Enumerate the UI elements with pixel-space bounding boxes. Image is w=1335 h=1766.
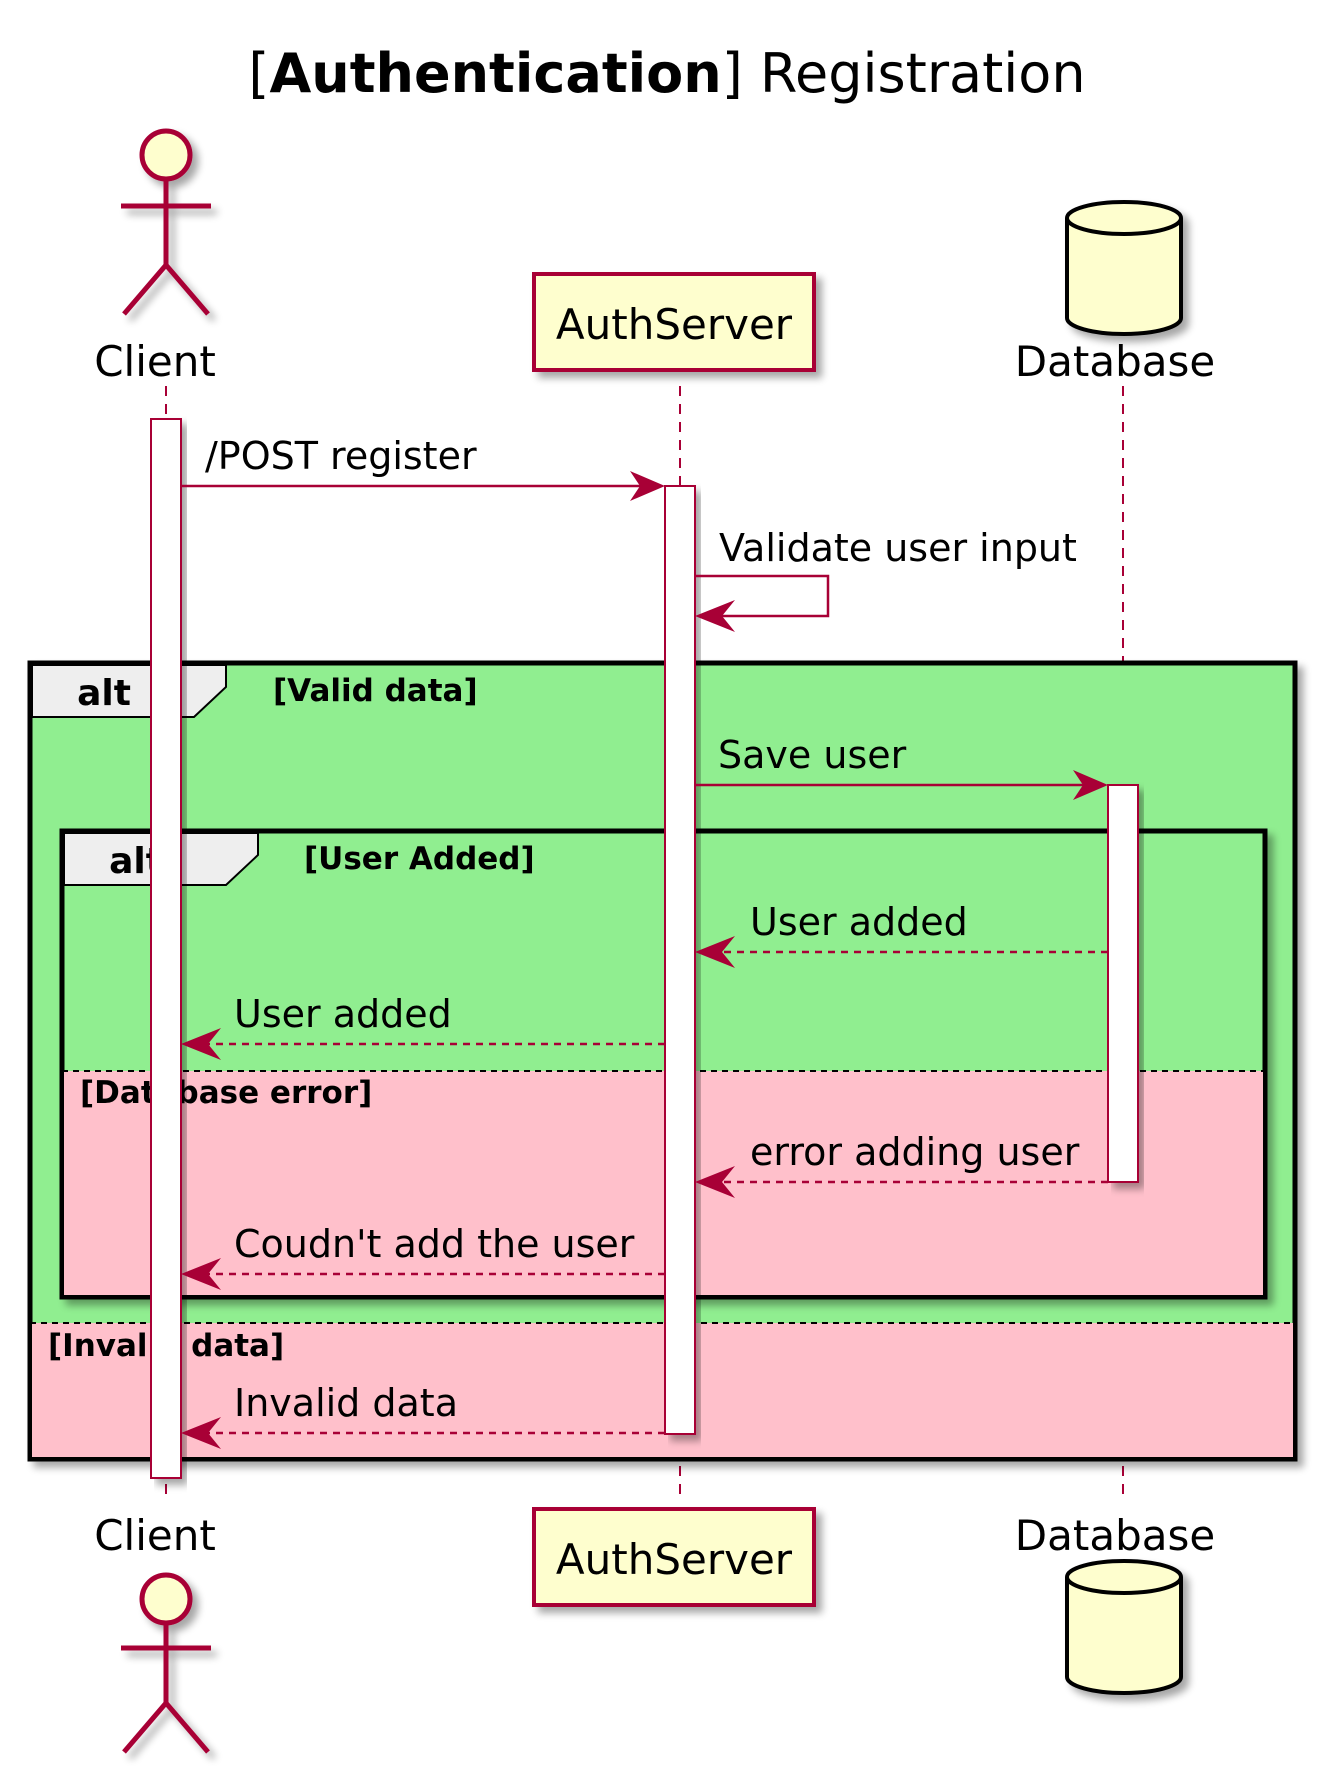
participant-label: Client: [94, 1511, 216, 1560]
fragment-else-guard: [Database error]: [80, 1075, 372, 1111]
participant-authserver-top: AuthServer: [532, 272, 816, 372]
message-user-added-client: User added: [181, 992, 665, 1060]
message-invalid-data: Invalid data: [181, 1381, 665, 1449]
activation-database: [1107, 784, 1139, 1183]
arrowhead: [181, 1417, 221, 1449]
message-validate-user-input: Validate user input: [695, 526, 1077, 632]
message-label: User added: [750, 900, 968, 944]
participant-label: AuthServer: [556, 300, 793, 349]
message-label: Invalid data: [234, 1381, 458, 1425]
participant-database-bottom: Database: [1015, 1511, 1215, 1695]
arrowhead: [695, 600, 735, 632]
arrowhead: [695, 1166, 735, 1198]
participant-label: Database: [1015, 337, 1215, 386]
activation-authserver: [664, 485, 696, 1435]
message-label: /POST register: [205, 434, 477, 478]
participant-authserver-bottom: AuthServer: [532, 1507, 816, 1607]
database-icon: [1065, 200, 1183, 336]
activation-bars: [150, 418, 1139, 1479]
fragment-inner-alt: alt [User Added] [Database error]: [59, 828, 1268, 1300]
participant-box: [532, 272, 816, 372]
actor-icon: [121, 1572, 211, 1754]
diagram-title: [Authentication] Registration: [248, 42, 1085, 105]
message-arrow-line: [695, 574, 830, 618]
arrowhead: [181, 1028, 221, 1060]
arrowhead: [630, 471, 665, 501]
fragment-guard: [Valid data]: [273, 673, 478, 709]
message-user-added-db: User added: [695, 900, 1108, 968]
participant-database-top: Database: [1015, 200, 1215, 386]
fragment-keyword: alt: [77, 673, 131, 714]
participant-label: AuthServer: [556, 1535, 793, 1584]
message-label: Coudn't add the user: [234, 1222, 635, 1266]
actor-icon: [121, 128, 211, 316]
participant-label: Client: [94, 337, 216, 386]
message-error-adding-user: error adding user: [695, 1130, 1108, 1198]
participant-client-top: Client: [94, 128, 216, 386]
participant-client-bottom: Client: [94, 1511, 216, 1754]
messages: /POST register Validate user input Save …: [181, 434, 1108, 1449]
arrowhead: [181, 1258, 221, 1290]
database-icon: [1065, 1559, 1183, 1695]
message-could-not-add-user: Coudn't add the user: [181, 1222, 665, 1290]
message-label: error adding user: [750, 1130, 1080, 1174]
participant-label: Database: [1015, 1511, 1215, 1560]
arrowhead: [695, 936, 735, 968]
fragment-guard: [User Added]: [304, 841, 535, 877]
message-save-user: Save user: [695, 733, 1108, 800]
message-post-register: /POST register: [181, 434, 665, 501]
message-label: Save user: [718, 733, 907, 777]
participant-box: [532, 1507, 816, 1607]
activation-client: [150, 418, 182, 1479]
message-label: Validate user input: [719, 526, 1077, 570]
else-region: [32, 1323, 1293, 1457]
message-label: User added: [234, 992, 452, 1036]
arrowhead: [1073, 770, 1108, 800]
